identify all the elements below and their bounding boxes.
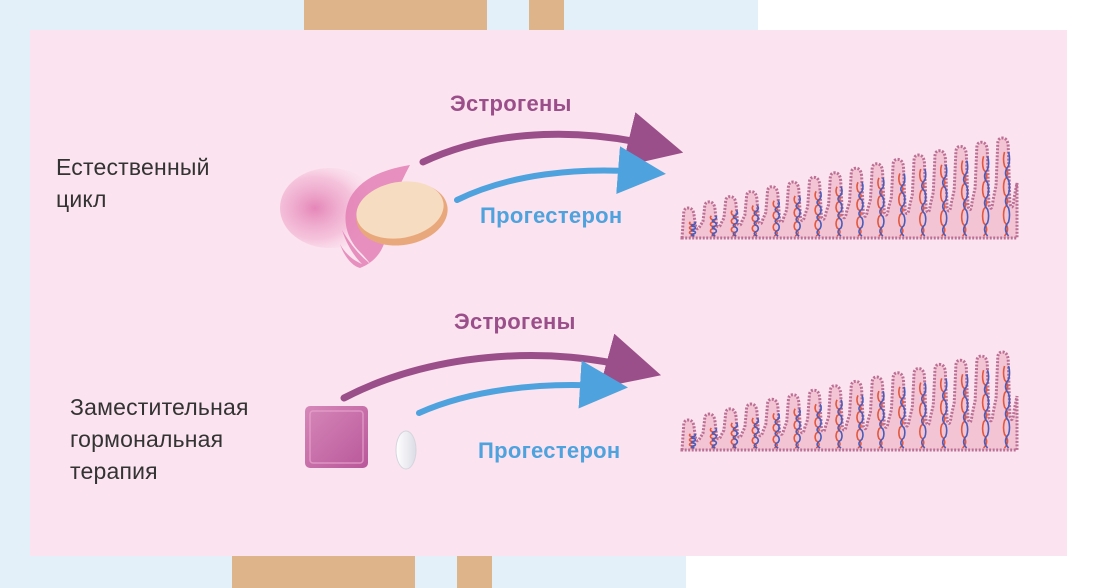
blood-vessel [960, 373, 967, 449]
blood-vessel [772, 200, 778, 237]
blood-vessel [983, 369, 990, 449]
blood-vessel [816, 403, 822, 449]
blood-vessel [814, 403, 820, 449]
blood-vessel [690, 433, 697, 449]
blood-vessel [732, 210, 739, 237]
ovary-icon [280, 165, 448, 268]
blood-vessel [858, 181, 864, 237]
blood-vessel [709, 215, 716, 237]
blood-vessel [751, 205, 758, 237]
blood-vessel [877, 177, 883, 237]
blood-vessel [795, 195, 801, 237]
background-right-bottom [686, 556, 1100, 588]
blood-vessel [856, 395, 862, 449]
blood-vessel [774, 200, 781, 237]
blood-vessel [711, 427, 718, 449]
blood-vessel [1002, 151, 1009, 237]
blood-vessel [879, 177, 885, 237]
blood-vessel [795, 408, 801, 449]
blood-vessel [877, 390, 883, 449]
blood-vessel [879, 390, 885, 449]
blood-vessel [898, 386, 904, 449]
blood-vessel [960, 160, 967, 237]
blood-vessel [730, 210, 737, 237]
blood-vessel [835, 186, 841, 237]
blood-vessel [939, 378, 946, 449]
estrogen-label: Эстрогены [450, 91, 572, 116]
endometrium-hrt [680, 350, 1019, 452]
blood-vessel [793, 195, 799, 237]
blood-vessel [941, 164, 948, 237]
blood-vessel [981, 369, 988, 449]
blood-vessel [837, 399, 843, 449]
blood-vessel [774, 412, 781, 449]
blood-vessel [835, 399, 841, 449]
blood-vessel [939, 164, 946, 237]
blood-vessel [837, 186, 843, 237]
blood-vessel [920, 168, 927, 237]
estrogen-arrow [419, 112, 684, 167]
bottom-bar-left [232, 556, 415, 588]
progesterone-label: Прогестерон [478, 438, 621, 463]
blood-vessel [856, 181, 862, 237]
blood-vessel [918, 382, 925, 449]
estrogen-label: Эстрогены [454, 309, 576, 334]
blood-vessel [690, 221, 697, 237]
blood-vessel [711, 215, 718, 237]
blood-vessel [751, 417, 758, 449]
progesterone-arrow [416, 360, 628, 416]
endometrium-natural-cycle [680, 136, 1019, 240]
blood-vessel [753, 417, 760, 449]
progesterone-label: Прогестерон [480, 203, 623, 228]
blood-vessel [772, 412, 778, 449]
bottom-bar-right [457, 556, 492, 588]
top-bar-right [529, 0, 564, 30]
diagram-illustration [30, 30, 1067, 556]
diagram-panel: Естественный цикл Заместительная гормона… [30, 30, 1067, 556]
pill-icon [395, 430, 417, 470]
blood-vessel [730, 422, 737, 449]
blood-vessel [962, 373, 969, 449]
blood-vessel [709, 427, 716, 449]
blood-vessel [983, 155, 990, 237]
blood-vessel [900, 173, 906, 237]
tissue-surface [680, 350, 1019, 452]
tissue-surface [680, 136, 1019, 240]
blood-vessel [688, 433, 695, 449]
blood-vessel [898, 173, 904, 237]
row-label-hrt: Заместительная гормональная терапия [70, 394, 249, 484]
blood-vessel [814, 190, 820, 237]
blood-vessel [920, 382, 927, 449]
blood-vessel [816, 190, 822, 237]
row-label-natural-cycle: Естественный цикл [56, 154, 210, 212]
blood-vessel [688, 221, 695, 237]
blood-vessel [1002, 365, 1009, 449]
blood-vessel [918, 168, 925, 237]
blood-vessel [981, 155, 988, 237]
patch-icon [305, 406, 368, 468]
blood-vessel [793, 408, 799, 449]
blood-vessel [962, 160, 969, 237]
blood-vessel [732, 422, 739, 449]
blood-vessel [900, 386, 906, 449]
blood-vessel [1004, 151, 1011, 237]
blood-vessel [1004, 365, 1011, 449]
panel-background [30, 30, 1067, 556]
blood-vessel [753, 205, 760, 237]
blood-vessel [941, 378, 948, 449]
progesterone-arrow [454, 146, 666, 203]
blood-vessel [858, 395, 864, 449]
top-bar-left [304, 0, 487, 30]
